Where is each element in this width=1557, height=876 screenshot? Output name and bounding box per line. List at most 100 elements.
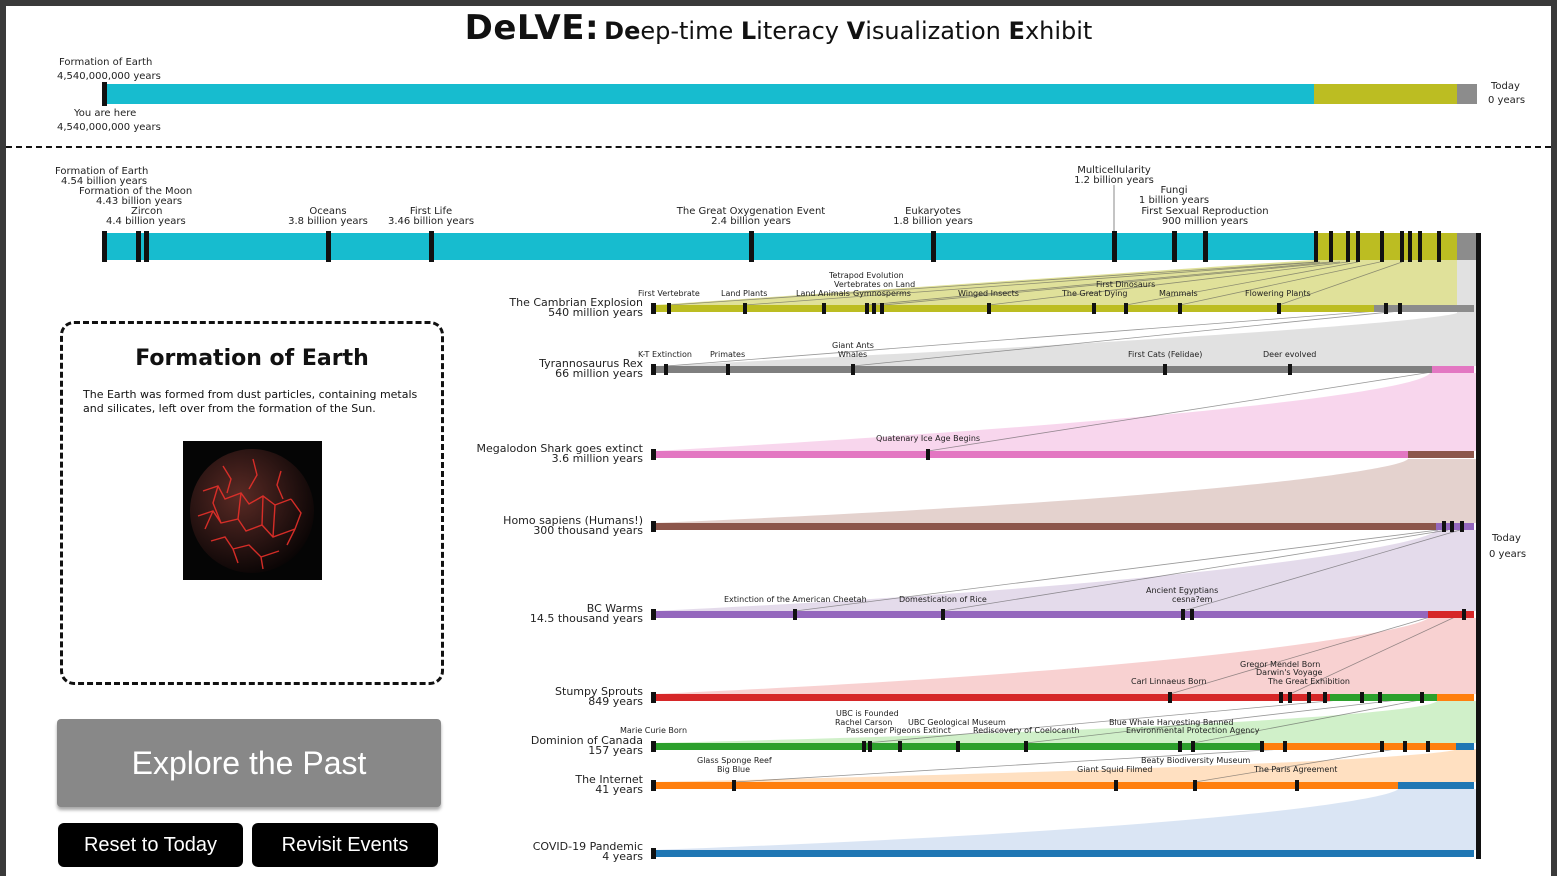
today-value: 0 years	[1489, 549, 1527, 560]
title-word: iteracy	[756, 17, 847, 45]
event-label[interactable]: Multicellularity	[1077, 165, 1151, 176]
row-label[interactable]: Tyrannosaurus Rex	[539, 357, 643, 370]
row-event-label[interactable]: UBC Geological Museum	[908, 718, 1006, 727]
event-value: 1.2 billion years	[1074, 175, 1154, 186]
connector-lines	[665, 261, 1461, 783]
row-label[interactable]: BC Warms	[586, 602, 643, 615]
row-label[interactable]: Homo sapiens (Humans!)	[503, 514, 643, 527]
row-event-label[interactable]: Winged Insects	[958, 289, 1019, 298]
row-value: 66 million years	[555, 367, 643, 380]
row-event-label[interactable]: Environmental Protection Agency	[1126, 726, 1260, 735]
row-event-label[interactable]: First Dinosaurs	[1096, 280, 1156, 289]
event-label[interactable]: Zircon	[131, 206, 163, 217]
event-value: 4.4 billion years	[106, 216, 186, 227]
event-label[interactable]: Oceans	[309, 206, 347, 217]
row-event-label[interactable]: Ancient Egyptians	[1146, 586, 1219, 595]
today-label: Today	[1492, 533, 1521, 544]
event-info-card: Formation of Earth The Earth was formed …	[60, 321, 444, 685]
row-event-label[interactable]: Vertebrates on Land	[834, 280, 916, 289]
row-event-label[interactable]: Whales	[838, 350, 868, 359]
row-event-label[interactable]: Blue Whale Harvesting Banned	[1109, 718, 1234, 727]
event-label[interactable]: Eukaryotes	[905, 206, 961, 217]
row-event-label[interactable]: Tetrapod Evolution	[829, 271, 904, 280]
overview-start-label: Formation of Earth	[59, 57, 153, 68]
row-event-label[interactable]: The Great Exhibition	[1268, 677, 1350, 686]
event-value: 3.8 billion years	[288, 216, 368, 227]
title-word: xhibit	[1024, 17, 1093, 45]
row-event-label[interactable]: Gregor Mendel Born	[1240, 660, 1321, 669]
event-info-description: The Earth was formed from dust particles…	[83, 388, 418, 415]
row-event-label[interactable]: Darwin's Voyage	[1256, 668, 1323, 677]
overview-here-label: You are here	[74, 108, 137, 119]
row-event-label[interactable]: Extinction of the American Cheetah	[724, 595, 867, 604]
row-bars[interactable]	[654, 305, 1474, 857]
row-event-label[interactable]: Rediscovery of Coelocanth	[973, 726, 1080, 735]
event-label[interactable]: The Great Oxygenation Event	[676, 206, 826, 217]
today-line	[1476, 233, 1481, 859]
title-letter: L	[740, 17, 757, 45]
row-event-label[interactable]: Rachel Carson	[835, 718, 893, 727]
row-label[interactable]: COVID-19 Pandemic	[532, 840, 643, 853]
row-label[interactable]: The Internet	[575, 773, 643, 786]
row-event-label[interactable]: K-T Extinction	[638, 350, 692, 359]
event-label[interactable]: Formation of the Moon	[79, 186, 193, 197]
main-timeline-bar[interactable]	[102, 185, 1478, 262]
row-label[interactable]: Stumpy Sprouts	[555, 685, 643, 698]
event-label[interactable]: First Life	[409, 206, 453, 217]
app-title-main: DeLVE:	[464, 8, 600, 48]
row-event-label[interactable]: Beaty Biodiversity Museum	[1141, 756, 1251, 765]
title-word: ep-time	[640, 17, 741, 45]
title-word: isualization	[865, 17, 1009, 45]
row-event-label[interactable]: Giant Ants	[832, 341, 874, 350]
row-event-label[interactable]: Land Animals	[796, 289, 850, 298]
overview-end-label: Today	[1491, 81, 1520, 92]
title-letter: V	[846, 17, 866, 45]
explore-past-button[interactable]: Explore the Past	[57, 719, 441, 807]
row-event-label[interactable]: Deer evolved	[1263, 350, 1317, 359]
row-value: 3.6 million years	[551, 452, 643, 465]
row-event-label[interactable]: Carl Linnaeus Born	[1131, 677, 1207, 686]
row-event-label[interactable]: Land Plants	[721, 289, 768, 298]
row-event-label[interactable]: Gymnosperms	[853, 289, 911, 298]
row-label[interactable]: Megalodon Shark goes extinct	[476, 442, 643, 455]
event-label[interactable]: First Sexual Reproduction	[1141, 206, 1269, 217]
row-value: 14.5 thousand years	[529, 612, 643, 625]
row-event-label[interactable]: Passenger Pigeons Extinct	[846, 726, 951, 735]
row-event-label[interactable]: UBC is Founded	[836, 709, 899, 718]
overview-bar[interactable]	[102, 82, 1477, 106]
row-event-label[interactable]: Giant Squid Filmed	[1077, 765, 1153, 774]
section-divider	[6, 146, 1551, 148]
row-event-label[interactable]: Big Blue	[717, 765, 751, 774]
row-event-label[interactable]: cesna?em	[1172, 595, 1213, 604]
row-label[interactable]: Dominion of Canada	[530, 734, 643, 747]
event-value: 4.43 billion years	[96, 196, 183, 207]
row-label[interactable]: The Cambrian Explosion	[509, 296, 643, 309]
row-event-label[interactable]: Domestication of Rice	[899, 595, 987, 604]
row-event-label[interactable]: Mammals	[1159, 289, 1198, 298]
row-event-label[interactable]: Primates	[710, 350, 746, 359]
title-letter: E	[1008, 17, 1025, 45]
event-value: 4.54 billion years	[61, 176, 148, 187]
app-title: DeLVE: Deep-time Literacy Visualization …	[0, 8, 1557, 48]
row-markers[interactable]	[651, 303, 1466, 859]
row-event-label[interactable]: Glass Sponge Reef	[697, 756, 772, 765]
row-event-label[interactable]: First Cats (Felidae)	[1128, 350, 1203, 359]
row-event-label[interactable]: Flowering Plants	[1245, 289, 1311, 298]
overview-start-value: 4,540,000,000 years	[57, 71, 161, 82]
row-event-label[interactable]: Quatenary Ice Age Begins	[876, 434, 981, 443]
event-label[interactable]: Fungi	[1160, 185, 1188, 196]
you-are-here-marker[interactable]	[102, 82, 107, 106]
event-value: 1.8 billion years	[893, 216, 973, 227]
revisit-events-button[interactable]: Revisit Events	[252, 823, 438, 867]
reset-today-button[interactable]: Reset to Today	[58, 823, 243, 867]
row-value: 540 million years	[548, 306, 643, 319]
row-event-label[interactable]: Marie Curie Born	[620, 726, 688, 735]
event-label[interactable]: Formation of Earth	[55, 166, 149, 177]
zoom-bands	[654, 260, 1478, 850]
row-event-label[interactable]: The Paris Agreement	[1254, 765, 1338, 774]
row-event-label[interactable]: The Great Dying	[1062, 289, 1128, 298]
row-event-label[interactable]: First Vertebrate	[638, 289, 700, 298]
overview-here-value: 4,540,000,000 years	[57, 122, 161, 133]
